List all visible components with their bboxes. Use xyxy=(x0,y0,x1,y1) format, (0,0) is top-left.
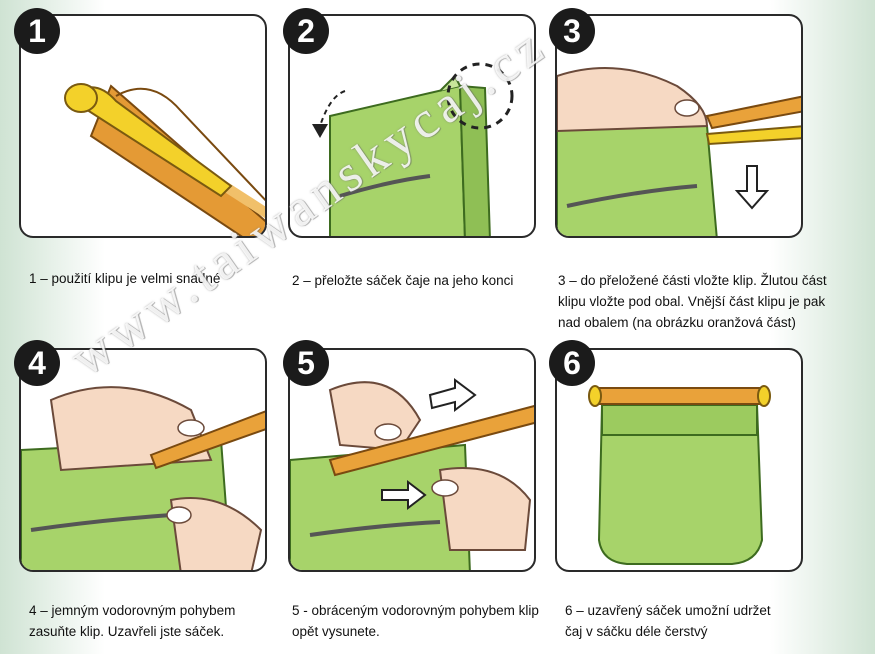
step-3-number-badge: 3 xyxy=(549,8,595,54)
step-5-caption: 5 - obráceným vodorovným pohybem klip op… xyxy=(292,603,539,639)
closed-bag-illustration xyxy=(588,385,771,565)
step-6-panel xyxy=(555,348,803,572)
remove-clip-illustration xyxy=(290,378,534,570)
step-6-caption: 6 – uzavřený sáček umožní udržet čaj v s… xyxy=(565,603,771,639)
step-4-panel xyxy=(19,348,267,572)
step-3-caption: 3 – do přeložené části vložte klip. Žlut… xyxy=(558,273,827,330)
step-1-caption: 1 – použití klipu je velmi snadné xyxy=(29,271,221,286)
step-6-number-badge: 6 xyxy=(549,340,595,386)
step-4-caption: 4 – jemným vodorovným pohybem zasuňte kl… xyxy=(29,603,236,639)
step-1-number-badge: 1 xyxy=(14,8,60,54)
step-1-panel xyxy=(19,14,267,238)
step-2-panel xyxy=(288,14,536,238)
insert-clip-illustration xyxy=(557,67,801,236)
clip-illustration xyxy=(64,83,265,236)
fold-bag-illustration xyxy=(312,62,514,236)
step-5-number-badge: 5 xyxy=(283,340,329,386)
step-2-caption: 2 – přeložte sáček čaje na jeho konci xyxy=(292,273,514,288)
slide-clip-illustration xyxy=(21,386,265,570)
step-4-number-badge: 4 xyxy=(14,340,60,386)
step-5-panel xyxy=(288,348,536,572)
step-3-panel xyxy=(555,14,803,238)
step-2-number-badge: 2 xyxy=(283,8,329,54)
